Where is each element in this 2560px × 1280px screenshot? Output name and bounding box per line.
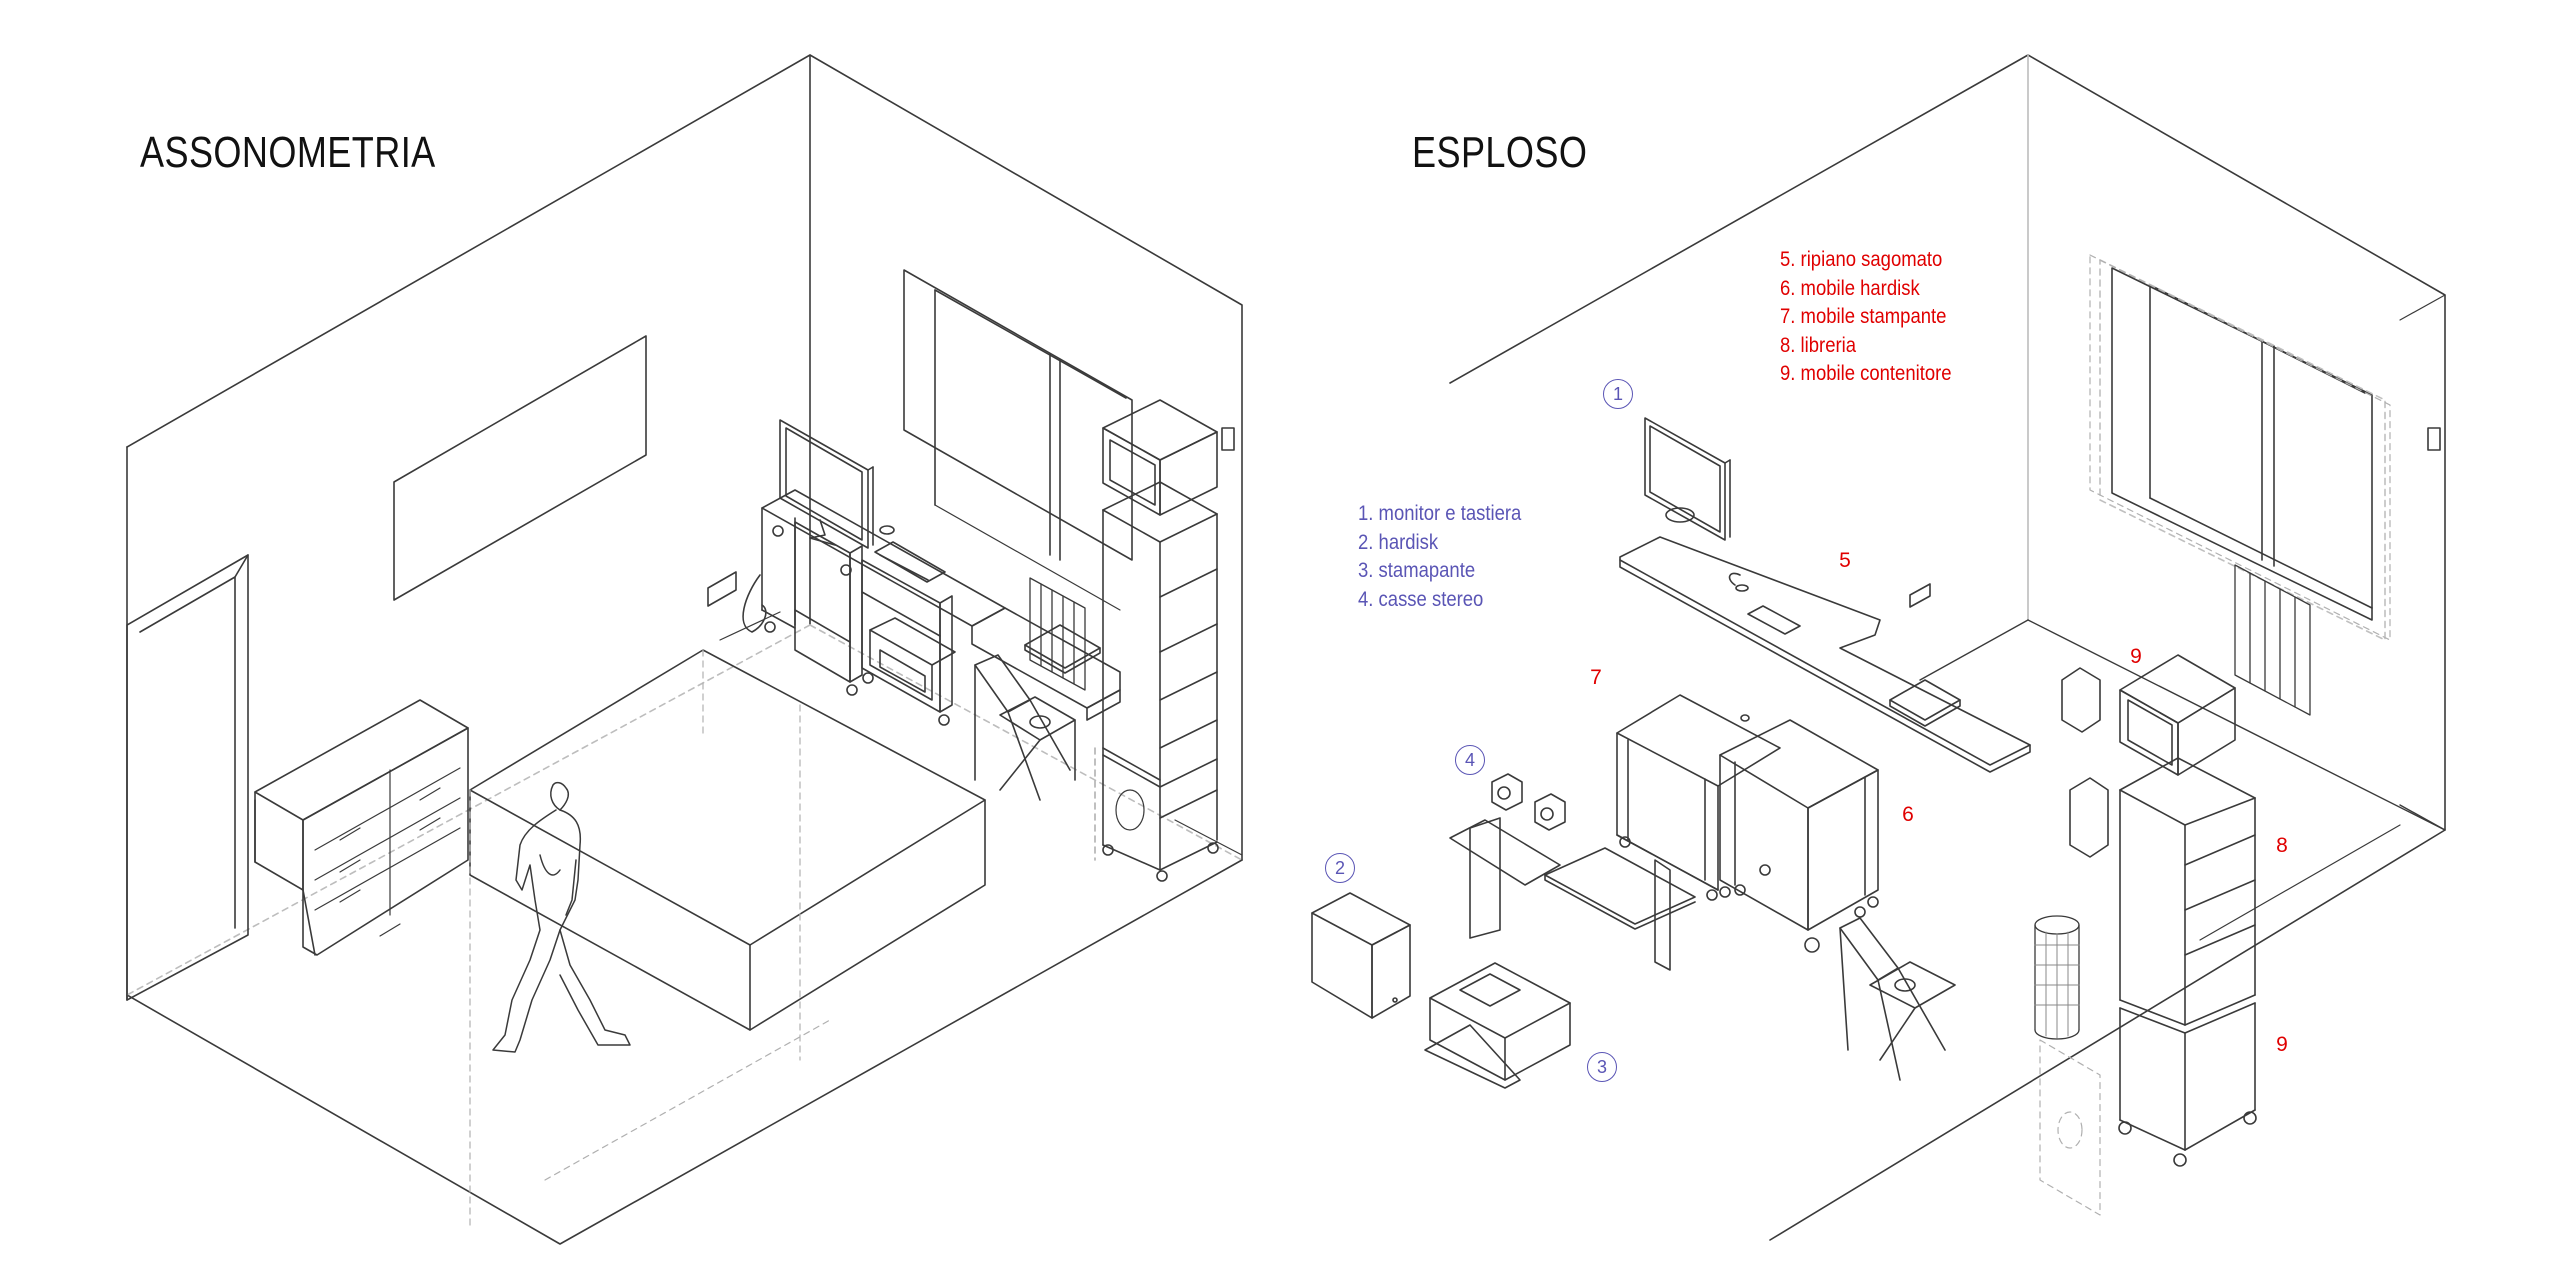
hardisk-right	[1312, 893, 1410, 1018]
shelf-5	[1620, 537, 2030, 772]
keyboard-left	[875, 526, 945, 582]
bed	[470, 650, 985, 1230]
legend-item: 1. monitor e tastiera	[1358, 502, 1522, 525]
socket-left	[708, 428, 1234, 606]
person	[493, 783, 630, 1052]
legend-red: 5. ripiano sagomato 6. mobile hardisk 7.…	[1780, 246, 1952, 389]
shelf-left	[1095, 400, 1218, 881]
label-8: 8	[2276, 834, 2288, 857]
boards-right	[1450, 818, 1695, 970]
callout-3: 3	[1587, 1052, 1617, 1082]
printer-right	[1425, 963, 1570, 1088]
window-left	[904, 270, 1132, 610]
chair-right	[1840, 918, 1955, 1080]
books-right	[2062, 668, 2108, 857]
title-esploso: ESPLOSO	[1412, 128, 1588, 177]
label-7: 7	[1590, 666, 1602, 689]
callout-4: 4	[1455, 745, 1485, 775]
chair-left	[975, 655, 1075, 800]
title-assonometria: ASSONOMETRIA	[140, 128, 436, 177]
legend-blue: 1. monitor e tastiera 2. hardisk 3. stam…	[1358, 500, 1521, 614]
room-right	[1450, 55, 2445, 1240]
laptop-left	[1025, 625, 1100, 673]
callout-1: 1	[1603, 379, 1633, 409]
legend-item: 3. stamapante	[1358, 559, 1476, 582]
label-9-bottom: 9	[2276, 1033, 2288, 1056]
libreria-right	[2119, 655, 2256, 1166]
label-6: 6	[1902, 803, 1914, 826]
dresser	[255, 700, 468, 955]
label-9-top: 9	[2130, 645, 2142, 668]
legend-item: 5. ripiano sagomato	[1780, 248, 1943, 271]
desk-left	[743, 490, 1120, 725]
room-left	[127, 55, 1242, 1244]
legend-item: 2. hardisk	[1358, 530, 1439, 554]
cabinet-7	[1617, 695, 1780, 900]
monitor-right	[1645, 418, 1730, 540]
legend-item: 8. libreria	[1780, 333, 1857, 357]
callout-2: 2	[1325, 853, 1355, 883]
radiator-left	[1030, 578, 1085, 690]
wall-panel	[394, 336, 646, 600]
legend-item: 7. mobile stampante	[1780, 305, 1947, 328]
legend-item: 6. mobile hardisk	[1780, 276, 1920, 300]
radiator-right	[2235, 565, 2310, 715]
speakers-right	[1492, 774, 1565, 830]
hidden-panel-right	[2040, 255, 2390, 1215]
legend-item: 4. casse stereo	[1358, 587, 1484, 611]
cylinder-right	[2035, 916, 2079, 1039]
cabinet-6	[1720, 715, 1878, 952]
legend-item: 9. mobile contenitore	[1780, 362, 1952, 385]
monitor-left	[780, 420, 873, 548]
door-left	[127, 555, 248, 1000]
label-5: 5	[1839, 549, 1851, 572]
